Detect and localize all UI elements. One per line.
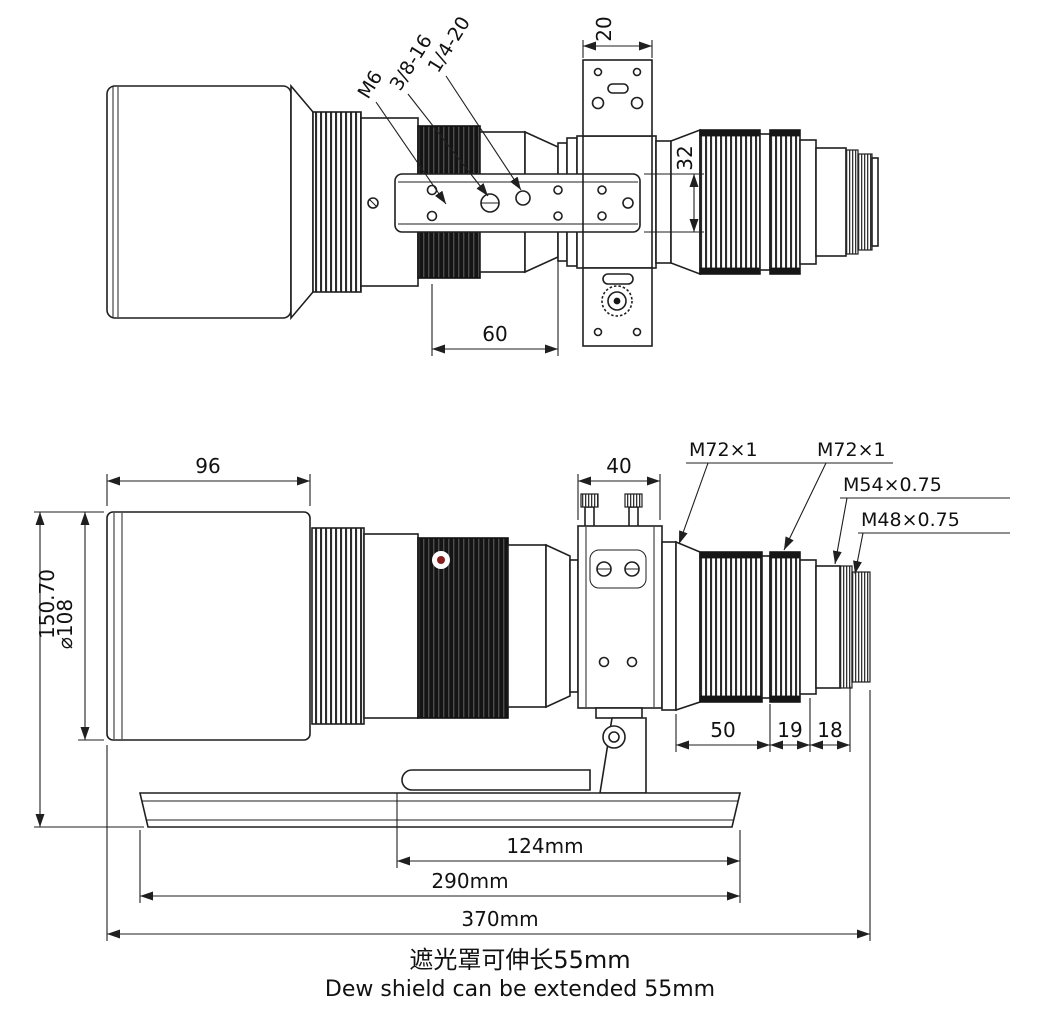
step-ring-side [569, 559, 579, 693]
dim-text-32: 32 [673, 145, 697, 170]
dim-rear-18: 18 [810, 686, 851, 752]
adapter-knurl-side [839, 565, 853, 689]
label-m72-rear: M72×1 [817, 439, 886, 461]
dim-text-50: 50 [710, 718, 735, 742]
end-thread-side [851, 571, 871, 683]
leader-m48: M48×0.75 [853, 509, 1010, 575]
dim-text-370: 370mm [461, 907, 538, 931]
tube-taper-side [545, 543, 571, 709]
end-cap-top [871, 157, 879, 247]
knurled-ring-front-side [311, 527, 365, 725]
dim-length-370: 370mm [106, 690, 871, 941]
dim-clamp-20: 20 [582, 16, 653, 58]
quarter-twenty-hole [515, 190, 531, 206]
dim-rear-50: 50 [675, 704, 771, 752]
rear-flange-top [655, 140, 672, 264]
foot-knob [602, 725, 626, 749]
dim-text-108: ⌀108 [53, 599, 77, 649]
tube-mid-side [507, 544, 547, 708]
dim-text-60: 60 [482, 322, 507, 346]
dim-length-290: 290mm [139, 830, 741, 903]
dim-rear-19: 19 [770, 698, 811, 752]
dim-plate-60: 60 [431, 260, 559, 356]
dim-length-124: 124mm [396, 793, 741, 868]
mount-ring-band-top [582, 136, 653, 268]
leader-m72-rear: M72×1 [783, 439, 886, 551]
adapter-body-top [815, 147, 847, 257]
leader-m54: M54×0.75 [832, 474, 1010, 565]
dovetail-bar [138, 792, 742, 828]
dovetail-plate-top [394, 173, 641, 233]
spacer-ring-side [761, 555, 771, 699]
mount-ring-side [577, 525, 663, 709]
dew-shield-top [106, 85, 292, 319]
dim-holes-32: 32 [644, 145, 704, 233]
rear-tube-side [799, 559, 817, 695]
label-m54: M54×0.75 [843, 474, 942, 496]
adapter-body-side [815, 565, 841, 689]
extension-ring-2-side [769, 551, 801, 703]
footer-notes: 遮光罩可伸长55mm Dew shield can be extended 55… [325, 946, 715, 1002]
thumbscrew-left [580, 493, 599, 529]
thumbscrew-right [624, 493, 643, 529]
top-view: 20 32 60 M6 3/8-16 1/4-20 [106, 13, 879, 356]
dim-text-40: 40 [606, 454, 631, 478]
dim-text-290: 290mm [431, 869, 508, 893]
ring-screw-right [624, 561, 640, 577]
note-chinese: 遮光罩可伸长55mm [409, 946, 630, 974]
extension-ring-1-top [699, 129, 761, 275]
label-m6: M6 [354, 67, 388, 103]
knurled-ring-front-top [312, 111, 362, 293]
label-m48: M48×0.75 [861, 509, 960, 531]
set-screw-top [367, 197, 379, 209]
ring-foot [595, 707, 643, 719]
ring-screw-left [596, 561, 612, 577]
clamp-knob-top [601, 285, 633, 317]
adapter-knurl-top [845, 149, 859, 255]
rear-tube-top [799, 139, 817, 265]
spacer-ring-top [759, 133, 771, 271]
side-view: 96 40 150.70 ⌀108 M72×1 M72×1 [34, 439, 1010, 941]
dim-rings-40: 40 [577, 454, 661, 520]
dim-text-18: 18 [817, 718, 842, 742]
dim-height-150: 150.70 [34, 511, 144, 828]
dim-diameter-108: ⌀108 [53, 511, 104, 741]
shield-taper-top [290, 83, 314, 321]
three-eighth-hole [480, 193, 500, 213]
label-m72-front: M72×1 [689, 439, 758, 461]
dim-text-96: 96 [195, 454, 220, 478]
dew-shield-side [106, 511, 311, 741]
m6-hole-lower [426, 210, 438, 222]
note-english: Dew shield can be extended 55mm [325, 977, 715, 1002]
rear-flange-side [661, 541, 677, 711]
handle-bar [401, 769, 591, 791]
dim-text-150: 150.70 [35, 569, 59, 639]
extension-ring-2-top [769, 129, 801, 275]
tube-front-side [363, 533, 419, 719]
dim-text-20: 20 [592, 16, 616, 41]
dim-shield-96: 96 [106, 454, 311, 506]
dim-text-19: 19 [777, 718, 802, 742]
rear-taper-side [675, 540, 701, 712]
extension-ring-1-side [699, 551, 763, 703]
leader-m72-front: M72×1 [678, 439, 893, 545]
end-thread-top [857, 153, 873, 251]
brand-logo [432, 551, 450, 569]
ring-clamp-lower-top [582, 267, 653, 347]
ring-clamp-upper-top [582, 59, 653, 137]
focus-ring-side [417, 537, 509, 719]
dim-text-124: 124mm [506, 834, 583, 858]
